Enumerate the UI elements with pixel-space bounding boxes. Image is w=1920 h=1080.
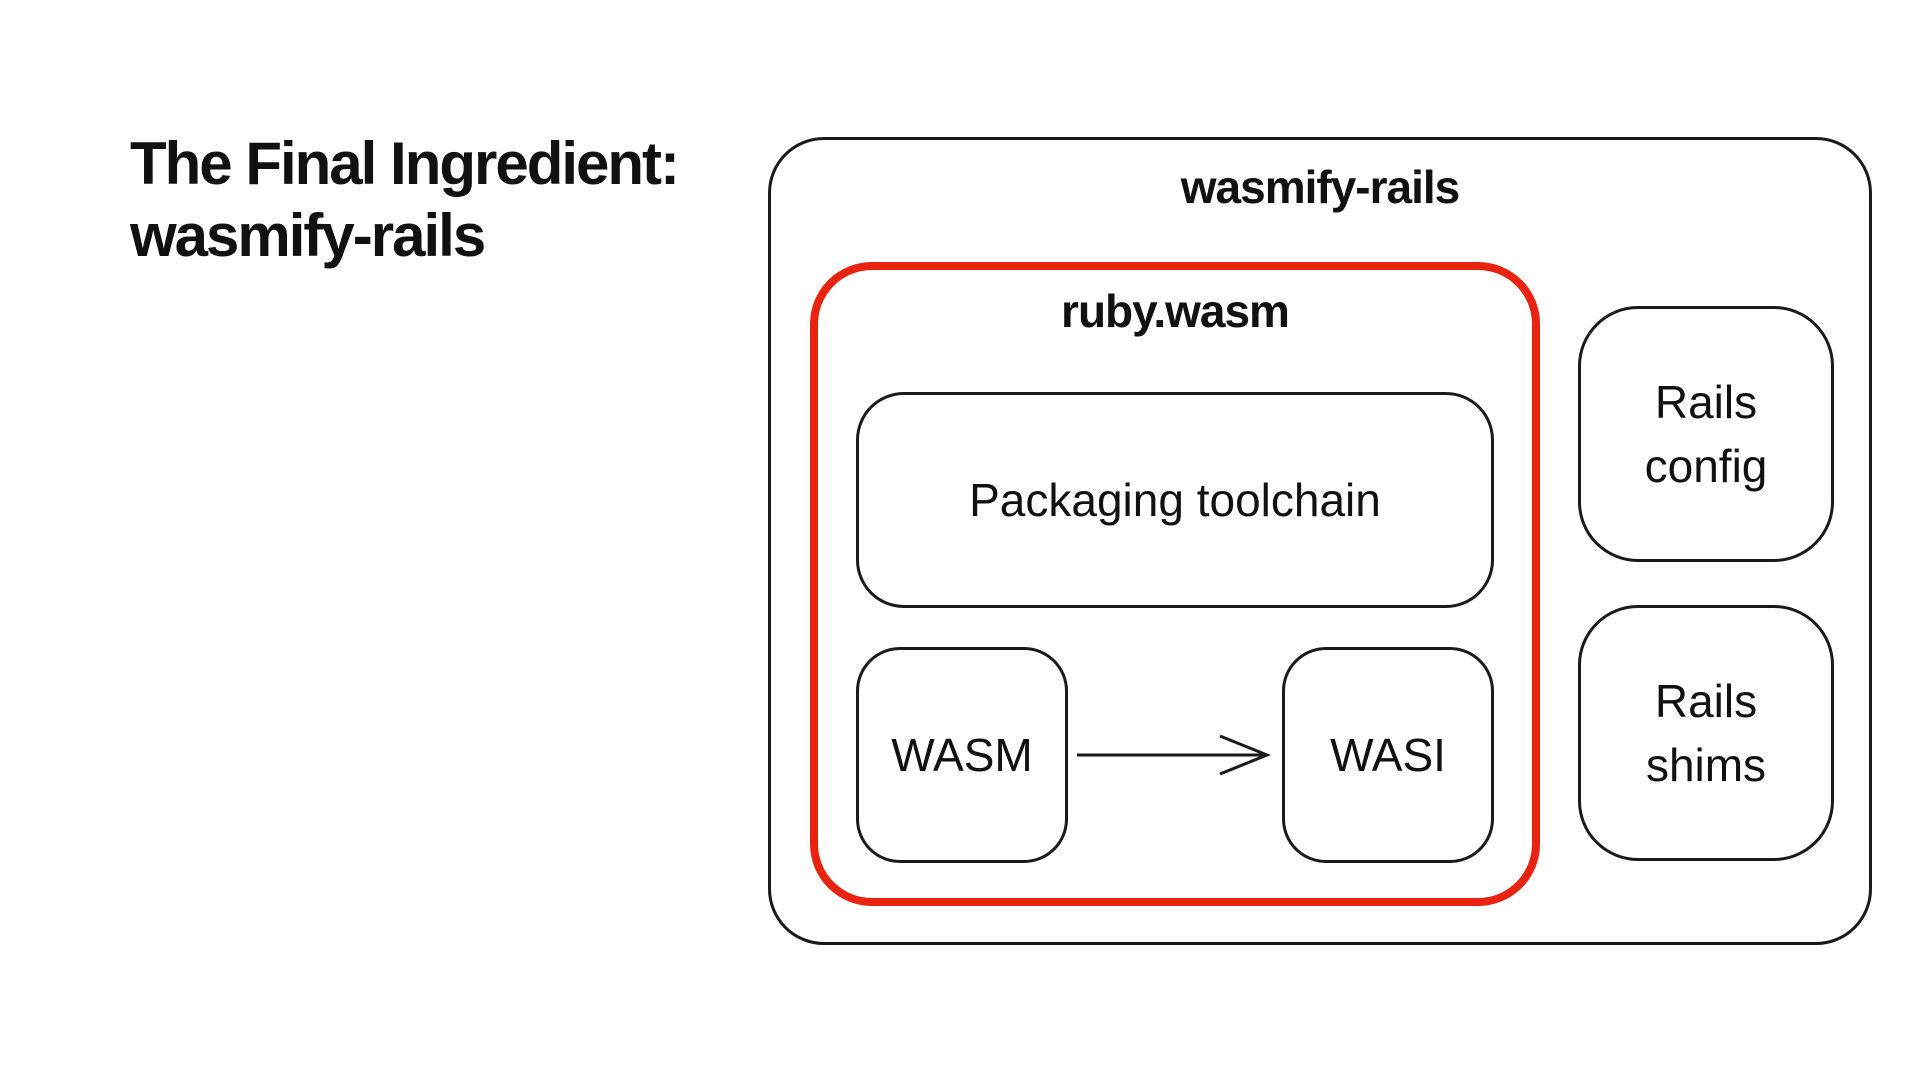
wasm-label: WASM [891, 729, 1033, 781]
rails-config-label: Rails config [1581, 309, 1831, 559]
rails-shims-line-2: shims [1645, 739, 1767, 791]
title-line-1: The Final Ingredient: [130, 130, 680, 197]
rails-shims-label: Rails shims [1581, 608, 1831, 858]
ruby-wasm-label: ruby.wasm [1061, 285, 1290, 337]
ruby-wasm-box: ruby.wasm [810, 262, 1540, 906]
wasi-label: WASI [1330, 729, 1446, 781]
wasm-to-wasi-arrow [1077, 734, 1272, 776]
rails-config-box: Rails config [1578, 306, 1834, 562]
rails-config-line-2: config [1644, 440, 1768, 492]
title-line-2: wasmify-rails [130, 202, 486, 269]
wasi-box: WASI [1282, 647, 1494, 863]
rails-shims-line-1: Rails [1654, 675, 1758, 727]
rails-config-line-1: Rails [1654, 376, 1758, 428]
wasm-box: WASM [856, 647, 1068, 863]
packaging-toolchain-label: Packaging toolchain [969, 474, 1381, 526]
rails-shims-box: Rails shims [1578, 605, 1834, 861]
wasmify-rails-label: wasmify-rails [1180, 161, 1460, 213]
packaging-toolchain-box: Packaging toolchain [856, 392, 1494, 608]
arrow-head [1219, 734, 1272, 776]
slide-title: The Final Ingredient: wasmify-rails [130, 128, 680, 272]
